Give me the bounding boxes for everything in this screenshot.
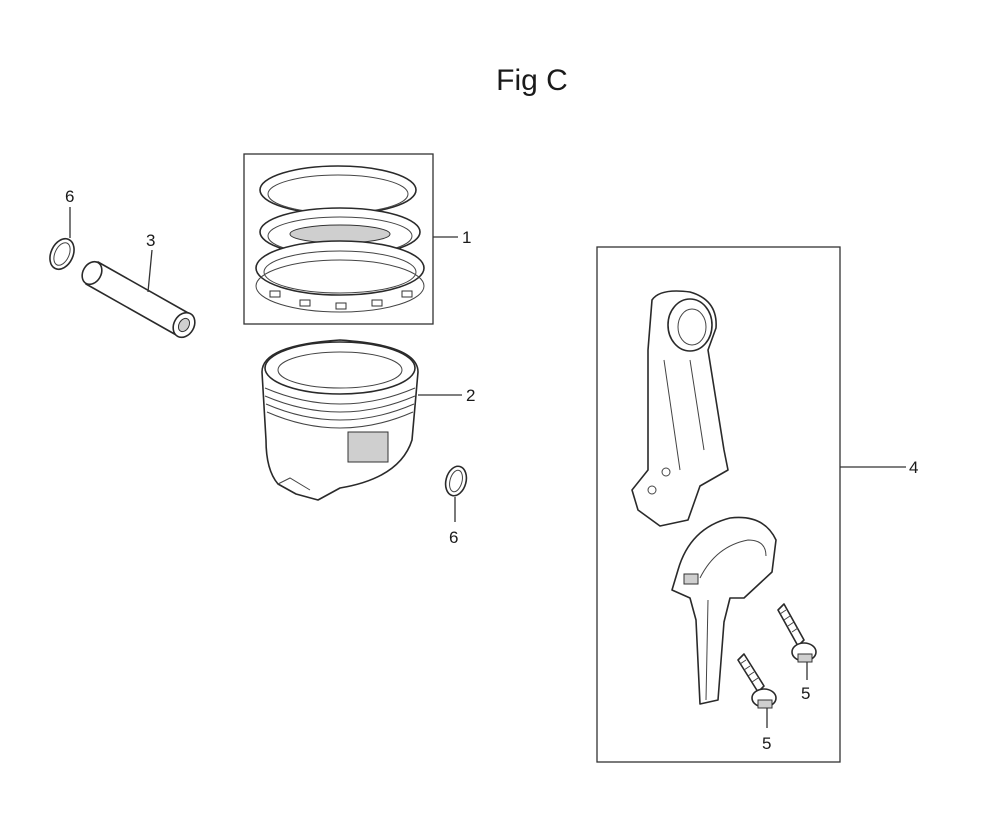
callout-5-right: 5 xyxy=(801,684,810,703)
piston-pin[interactable] xyxy=(78,258,199,341)
rod-group-box xyxy=(596,246,841,763)
pin-clip-right[interactable] xyxy=(442,464,469,498)
figure-title: Fig C xyxy=(496,64,568,97)
piston-ring-set[interactable] xyxy=(255,165,425,313)
connecting-rod-assembly[interactable] xyxy=(631,290,777,705)
rings-group-box xyxy=(243,153,434,325)
callout-6-top: 6 xyxy=(65,187,74,206)
callout-4: 4 xyxy=(909,458,918,477)
callout-3: 3 xyxy=(146,231,155,250)
rod-bolt-bottom[interactable] xyxy=(737,653,777,709)
callout-6-right: 6 xyxy=(449,528,458,547)
callout-1: 1 xyxy=(462,228,471,247)
callout-5-bottom: 5 xyxy=(762,734,771,753)
leader-pin xyxy=(147,249,153,293)
rod-bolt-right[interactable] xyxy=(777,603,817,663)
piston[interactable] xyxy=(261,339,419,501)
pin-clip-left[interactable] xyxy=(45,235,78,273)
callout-2: 2 xyxy=(466,386,475,405)
